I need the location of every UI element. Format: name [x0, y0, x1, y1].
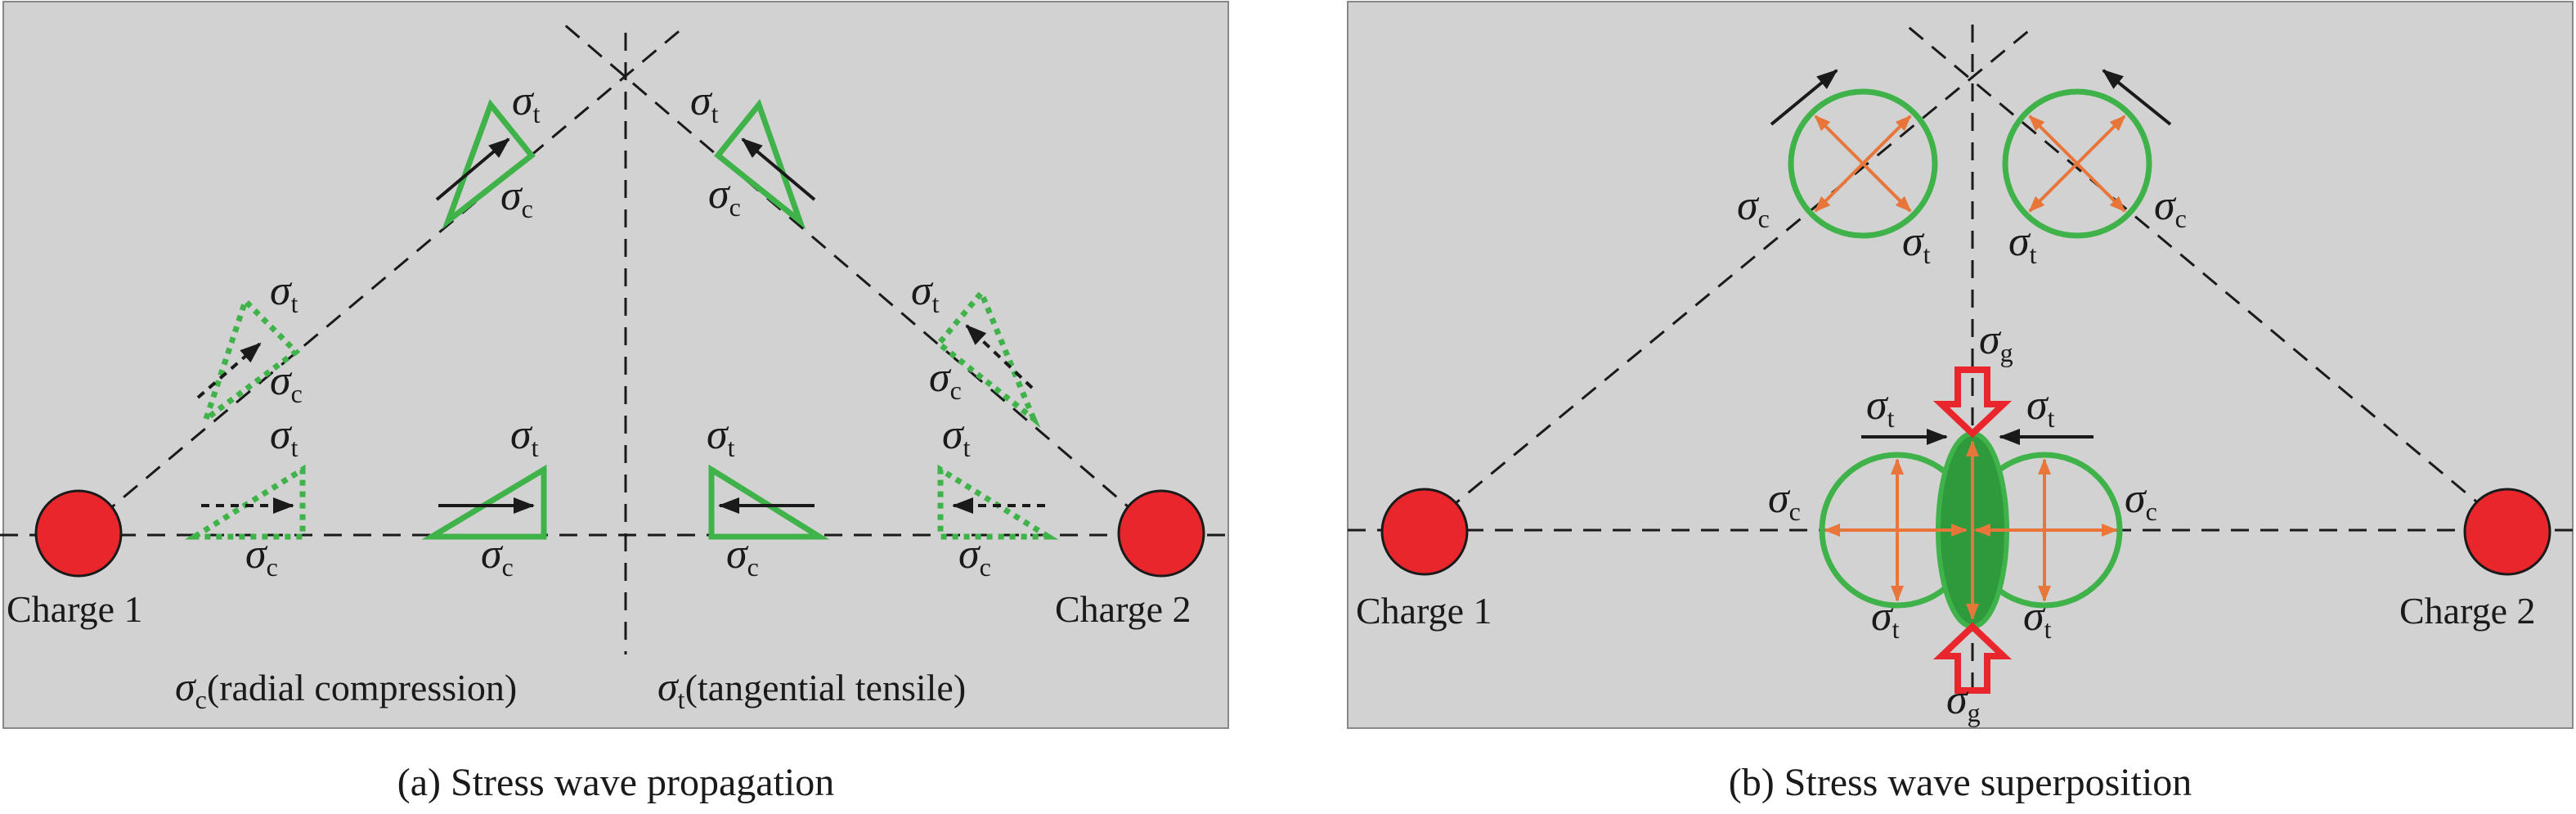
charge-2-label: Charge 2	[2399, 590, 2536, 632]
pressure-arrow-bottom	[1932, 622, 2013, 694]
propagation-lines	[0, 23, 1228, 654]
label-sigma-t: σt	[707, 411, 735, 462]
wave-path-left	[78, 23, 688, 537]
label-sigma-t: σt	[1866, 382, 1895, 433]
legend-compression: σc(radial compression)	[175, 663, 517, 714]
label-sigma-c: σc	[270, 358, 303, 408]
charge-2-circle	[2463, 488, 2551, 576]
charge-2-circle	[1117, 489, 1205, 578]
upper-propagation-arrows	[1770, 69, 2172, 126]
panel-a: σt σc σt σc σt σc σt σc σt σc σt σc σt σ…	[0, 1, 1229, 804]
label-sigma-c: σc	[245, 531, 278, 582]
wave-path-left	[1422, 23, 2037, 532]
label-sigma-t: σt	[690, 78, 719, 128]
label-sigma-c: σc	[2125, 475, 2157, 526]
label-sigma-t: σt	[510, 411, 539, 462]
label-sigma-t: σt	[512, 78, 541, 128]
element-axis-left	[421, 464, 547, 540]
arrow-diagonal-left	[435, 137, 510, 201]
upper-stress-arrows	[1814, 115, 2126, 213]
label-sigma-t: σt	[1871, 593, 1900, 644]
charge-1-circle	[34, 489, 123, 578]
pressure-arrow-top	[1932, 367, 2013, 438]
element-diagonal-left-weak	[200, 295, 301, 427]
label-sigma-g: σg	[1979, 317, 2013, 367]
panel-b-caption: (b) Stress wave superposition	[1729, 761, 2192, 804]
upper-stress-elements	[1788, 88, 2152, 239]
element-axis-left-weak	[184, 464, 306, 540]
stress-elements-solid	[421, 98, 830, 540]
element-circle-left-upper	[1788, 88, 1938, 239]
label-sigma-c: σc	[481, 531, 514, 582]
panel-a-stress-labels: σt σc σt σc σt σc σt σc σt σc σt σc σt σ…	[245, 78, 991, 582]
label-sigma-c: σc	[708, 171, 741, 222]
label-sigma-t: σt	[2023, 593, 2052, 644]
panel-a-caption: (a) Stress wave propagation	[397, 761, 835, 804]
charge-1-circle	[1380, 488, 1469, 576]
label-sigma-t: σt	[270, 268, 298, 318]
label-sigma-c: σc	[958, 531, 991, 582]
propagation-arrows	[196, 137, 1045, 514]
lower-stress-arrows	[1824, 440, 2118, 620]
label-sigma-c: σc	[1768, 475, 1801, 526]
legend-tensile: σt(tangential tensile)	[657, 663, 966, 714]
label-sigma-t: σt	[1902, 218, 1931, 269]
label-sigma-c: σc	[2154, 182, 2187, 233]
panel-b-stress-labels: σc σt σt σc σg σt σt σc σc σt σt σg	[1737, 182, 2187, 727]
label-sigma-t: σt	[270, 411, 298, 462]
label-sigma-t: σt	[2026, 382, 2055, 433]
element-axis-right-weak	[937, 464, 1059, 540]
element-diagonal-left	[442, 98, 536, 230]
charge-1-label: Charge 1	[1356, 590, 1492, 632]
wave-path-right	[563, 23, 1162, 537]
label-sigma-t: σt	[2008, 218, 2037, 269]
label-sigma-c: σc	[726, 531, 759, 582]
element-circle-right-upper	[2002, 88, 2152, 239]
panel-a-background	[2, 1, 1229, 729]
label-sigma-t: σt	[942, 411, 971, 462]
label-sigma-c: σc	[500, 173, 533, 223]
wave-path-right	[1905, 23, 2511, 532]
arrow-diagonal-right-weak	[965, 324, 1034, 389]
charge-1-label: Charge 1	[7, 588, 143, 630]
superposition-lines	[1348, 23, 2573, 687]
label-sigma-c: σc	[1737, 182, 1770, 233]
stress-elements-dotted	[184, 287, 1059, 540]
panel-b: σc σt σt σc σg σt σt σc σc σt σt σg Char…	[1347, 1, 2574, 804]
arrow-diagonal-right	[741, 137, 816, 201]
label-sigma-c: σc	[929, 354, 962, 405]
element-axis-right	[708, 464, 830, 540]
label-sigma-t: σt	[911, 268, 940, 318]
label-sigma-g: σg	[1946, 677, 1981, 727]
element-diagonal-right	[714, 98, 806, 230]
charge-2-label: Charge 2	[1055, 588, 1192, 630]
